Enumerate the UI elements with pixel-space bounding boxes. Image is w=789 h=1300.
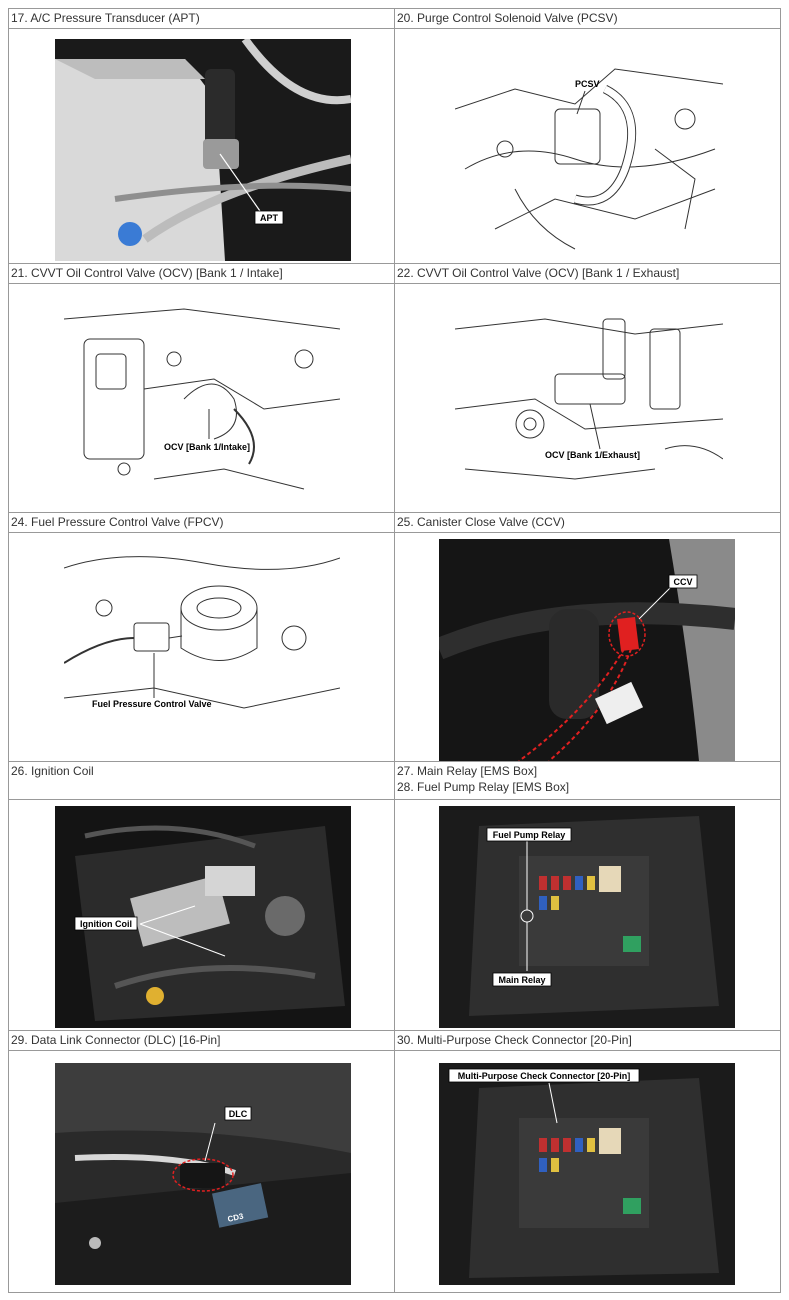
- callout-ocv-exhaust: OCV [Bank 1/Exhaust]: [545, 450, 640, 460]
- callout-fpcv: Fuel Pressure Control Valve: [92, 699, 212, 709]
- caption-fpcv: 24. Fuel Pressure Control Valve (FPCV): [11, 515, 224, 529]
- callout-multi-purpose-connector: Multi-Purpose Check Connector [20-Pin]: [458, 1071, 631, 1081]
- figure-cell: CD3 DLC: [8, 1050, 395, 1293]
- caption-pcsv: 20. Purge Control Solenoid Valve (PCSV): [397, 11, 618, 25]
- caption-cell: 21. CVVT Oil Control Valve (OCV) [Bank 1…: [8, 263, 395, 284]
- callout-ocv-intake: OCV [Bank 1/Intake]: [164, 442, 250, 452]
- callout-fuel-pump-relay: Fuel Pump Relay: [493, 830, 566, 840]
- caption-ignition-coil: 26. Ignition Coil: [11, 764, 94, 778]
- figure-cell: Ignition Coil: [8, 799, 395, 1031]
- caption-cell: 30. Multi-Purpose Check Connector [20-Pi…: [394, 1030, 781, 1051]
- ignition-coil-photo: Ignition Coil: [55, 806, 351, 1028]
- ccv-photo: CCV: [439, 539, 735, 761]
- figure-cell: Fuel Pump Relay Main Relay: [394, 799, 781, 1031]
- figure-cell: APT: [8, 28, 395, 264]
- caption-multi-purpose-connector: 30. Multi-Purpose Check Connector [20-Pi…: [397, 1033, 632, 1047]
- caption-ocv-exhaust: 22. CVVT Oil Control Valve (OCV) [Bank 1…: [397, 266, 680, 280]
- pcsv-diagram: PCSV: [455, 49, 723, 259]
- figure-cell: OCV [Bank 1/Intake]: [8, 283, 395, 513]
- caption-ocv-intake: 21. CVVT Oil Control Valve (OCV) [Bank 1…: [11, 266, 283, 280]
- caption-cell: 27. Main Relay [EMS Box] 28. Fuel Pump R…: [394, 761, 781, 800]
- caption-fuel-pump-relay: 28. Fuel Pump Relay [EMS Box]: [397, 780, 570, 794]
- caption-cell: 26. Ignition Coil: [8, 761, 395, 800]
- caption-dlc: 29. Data Link Connector (DLC) [16-Pin]: [11, 1033, 221, 1047]
- figure-cell: CCV: [394, 532, 781, 762]
- caption-cell: 25. Canister Close Valve (CCV): [394, 512, 781, 533]
- callout-apt: APT: [260, 213, 279, 223]
- callout-ccv: CCV: [673, 577, 692, 587]
- apt-photo: APT: [55, 39, 351, 261]
- callout-main-relay: Main Relay: [498, 975, 545, 985]
- dlc-module-marking: CD3: [227, 1212, 245, 1224]
- dlc-photo: CD3 DLC: [55, 1063, 351, 1285]
- caption-ccv: 25. Canister Close Valve (CCV): [397, 515, 565, 529]
- ems-box-relay-photo: Fuel Pump Relay Main Relay: [439, 806, 735, 1028]
- caption-cell: 22. CVVT Oil Control Valve (OCV) [Bank 1…: [394, 263, 781, 284]
- figure-cell: Multi-Purpose Check Connector [20-Pin]: [394, 1050, 781, 1293]
- caption-main-relay: 27. Main Relay [EMS Box]: [397, 764, 538, 778]
- caption-cell: 24. Fuel Pressure Control Valve (FPCV): [8, 512, 395, 533]
- figure-cell: PCSV: [394, 28, 781, 264]
- callout-pcsv: PCSV: [575, 79, 600, 89]
- component-location-table: 17. A/C Pressure Transducer (APT) 20. Pu…: [8, 8, 781, 1293]
- caption-apt: 17. A/C Pressure Transducer (APT): [11, 11, 200, 25]
- figure-cell: Fuel Pressure Control Valve: [8, 532, 395, 762]
- callout-ignition-coil: Ignition Coil: [80, 919, 132, 929]
- caption-cell: 17. A/C Pressure Transducer (APT): [8, 8, 395, 29]
- figure-cell: OCV [Bank 1/Exhaust]: [394, 283, 781, 513]
- caption-cell: 20. Purge Control Solenoid Valve (PCSV): [394, 8, 781, 29]
- ocv-intake-diagram: OCV [Bank 1/Intake]: [64, 299, 340, 499]
- caption-cell: 29. Data Link Connector (DLC) [16-Pin]: [8, 1030, 395, 1051]
- multi-purpose-connector-photo: Multi-Purpose Check Connector [20-Pin]: [439, 1063, 735, 1285]
- callout-dlc: DLC: [229, 1109, 248, 1119]
- ocv-exhaust-diagram: OCV [Bank 1/Exhaust]: [455, 299, 723, 499]
- fpcv-diagram: Fuel Pressure Control Valve: [64, 548, 340, 748]
